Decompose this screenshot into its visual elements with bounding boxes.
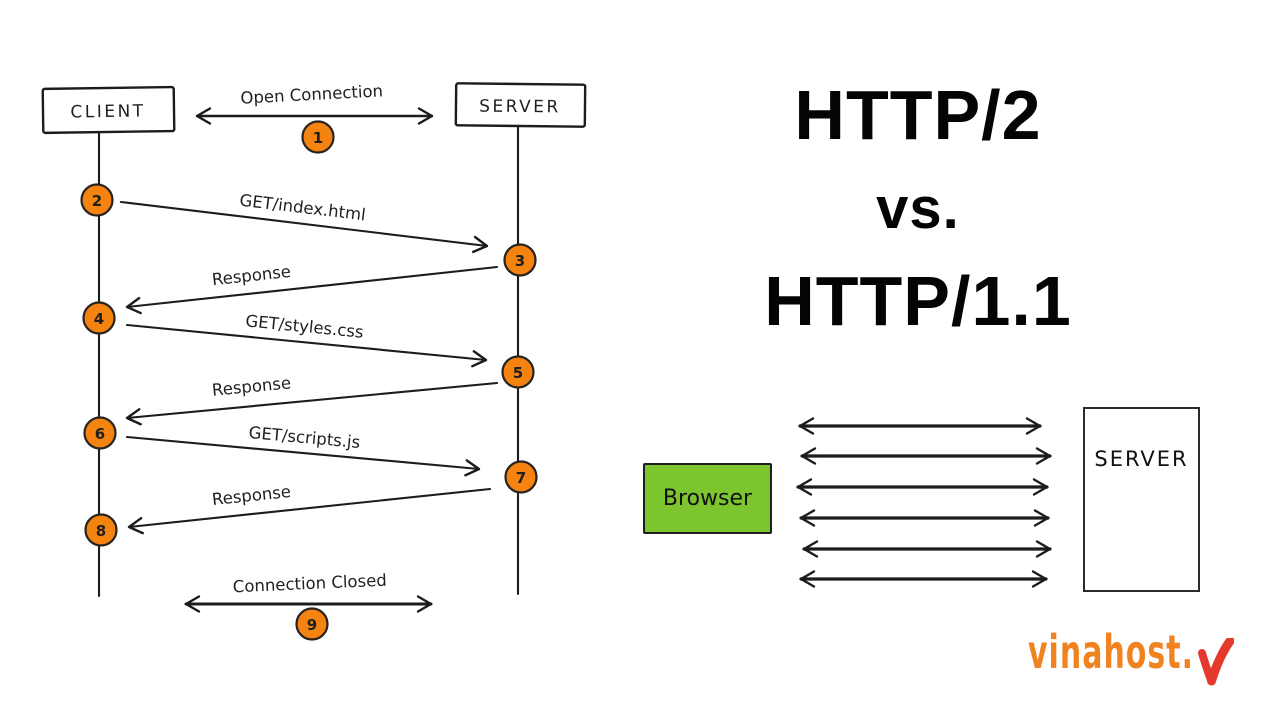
- step-badge: 2: [80, 183, 114, 217]
- server-box-rect: [454, 82, 587, 128]
- step-number: 1: [313, 129, 323, 147]
- client-label: CLIENT: [70, 101, 145, 122]
- page-title-line3: HTTP/1.1: [764, 262, 1072, 340]
- message-label: Response: [211, 482, 292, 509]
- step-number: 3: [515, 252, 525, 270]
- step-number: 5: [513, 364, 523, 382]
- open-connection-label: Open Connection: [240, 81, 383, 107]
- step-number: 7: [516, 469, 526, 487]
- page-title-line2: vs.: [876, 176, 960, 241]
- client-box: CLIENT: [41, 85, 176, 135]
- server-box: SERVER: [454, 82, 587, 128]
- logo-text: vinahost.: [1028, 626, 1195, 681]
- step-number: 9: [307, 616, 317, 634]
- step-badge: 1: [301, 120, 335, 154]
- step-number: 2: [92, 192, 102, 210]
- page-title-line1: HTTP/2: [794, 76, 1042, 154]
- step-badge: 7: [504, 460, 538, 494]
- browser-box: Browser: [643, 463, 772, 534]
- http2-server-label: SERVER: [1094, 447, 1189, 471]
- message-arrow-icon: [125, 435, 481, 477]
- client-box-rect: [41, 85, 176, 135]
- message-label: Response: [211, 262, 292, 289]
- step-badge: 3: [503, 243, 537, 277]
- message-arrow-icon: [125, 323, 488, 368]
- step-badge: 4: [82, 301, 116, 335]
- step-badge: 9: [295, 607, 329, 641]
- message-arrow-icon: [119, 200, 489, 254]
- step-number: 8: [96, 522, 106, 540]
- connection-closed-label: Connection Closed: [232, 571, 387, 597]
- step-badge: 5: [501, 355, 535, 389]
- message-label: Response: [211, 373, 292, 399]
- checkmark-icon: [1198, 638, 1235, 686]
- http11-sequence-diagram: CLIENT SERVER Open Connection GET/index.…: [41, 81, 587, 641]
- message-label: GET/scripts.js: [248, 423, 361, 452]
- vinahost-logo: vinahost.: [1028, 630, 1235, 696]
- step-number: 6: [95, 425, 105, 443]
- message-arrow-icon: [125, 381, 499, 426]
- step-badge: 8: [84, 513, 118, 547]
- browser-label: Browser: [662, 486, 753, 511]
- message-arrow-icon: [127, 487, 492, 535]
- message-arrow-icon: [125, 265, 499, 315]
- step-badge: 6: [83, 416, 117, 450]
- http2-server-box: SERVER: [1083, 407, 1200, 592]
- step-number: 4: [94, 310, 104, 328]
- server-label: SERVER: [479, 97, 561, 118]
- http2-stream-arrows: [796, 417, 1052, 588]
